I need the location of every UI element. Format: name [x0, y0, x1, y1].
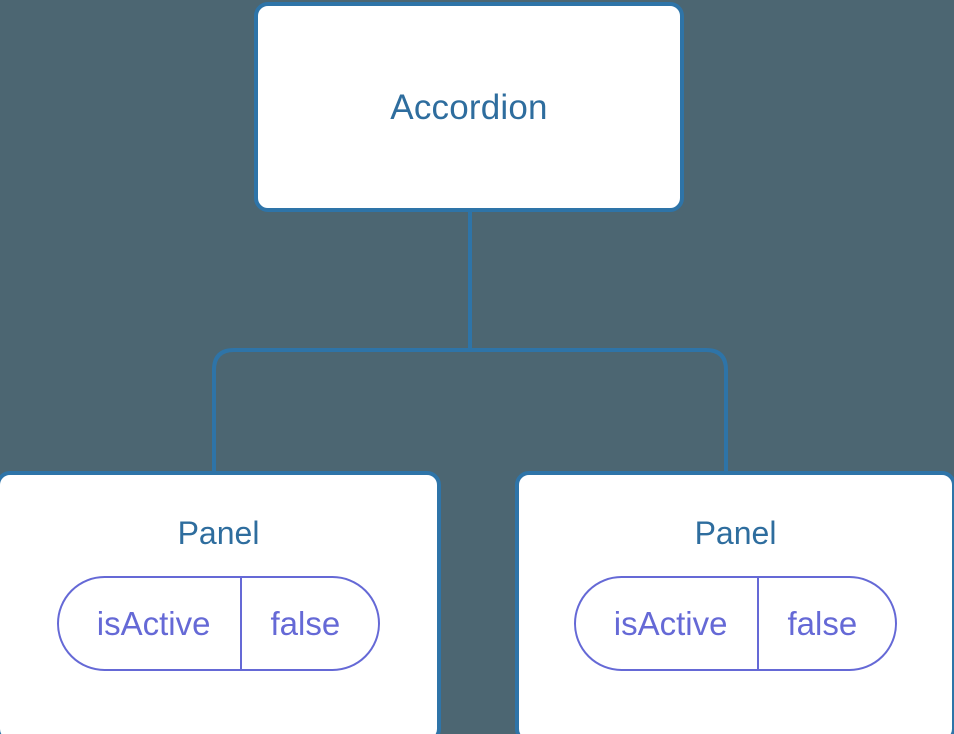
- prop-key-isactive-left: isActive: [59, 578, 243, 669]
- node-panel-right-label: Panel: [694, 515, 777, 551]
- prop-value-isactive-right: false: [787, 605, 858, 642]
- node-panel-left-label: Panel: [177, 515, 260, 551]
- prop-key-isactive-right: isActive: [576, 578, 760, 669]
- connector-bus-right: [470, 348, 728, 475]
- prop-pill-left[interactable]: isActive false: [56, 576, 381, 671]
- prop-pill-right[interactable]: isActive false: [573, 576, 898, 671]
- connector-bus-left: [212, 348, 470, 475]
- node-accordion-label: Accordion: [390, 87, 548, 127]
- node-accordion[interactable]: Accordion: [254, 2, 684, 212]
- node-panel-right[interactable]: Panel isActive false: [515, 471, 954, 734]
- prop-value-isactive-left: false: [270, 605, 341, 642]
- node-panel-left[interactable]: Panel isActive false: [0, 471, 441, 734]
